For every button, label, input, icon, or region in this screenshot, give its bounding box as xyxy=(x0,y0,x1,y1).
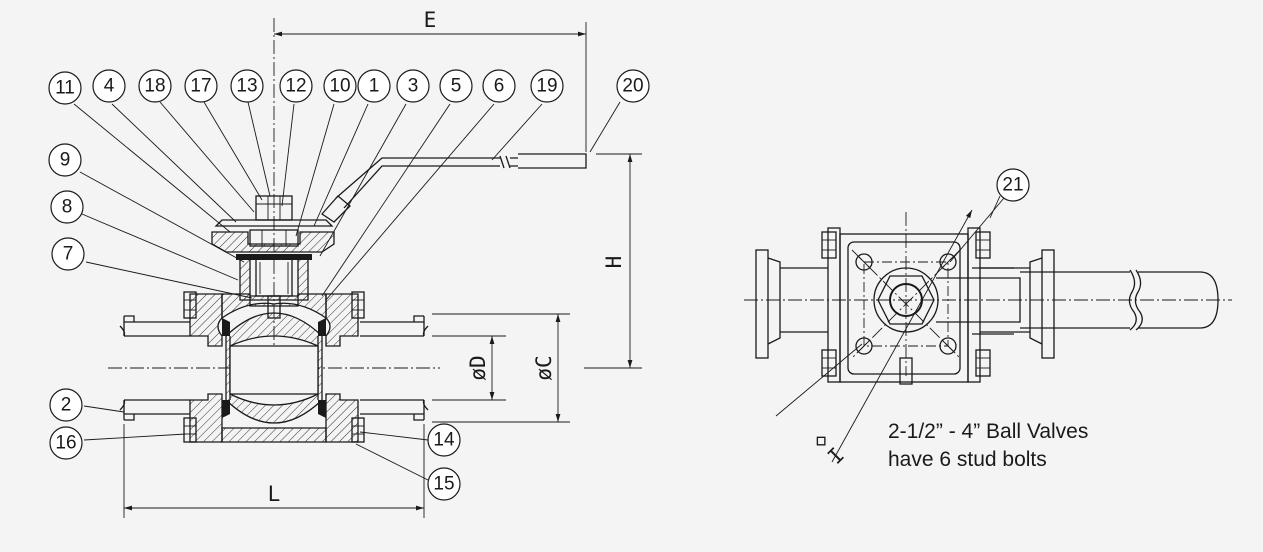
body-bolts xyxy=(183,291,365,443)
top-nut xyxy=(255,195,293,221)
seat-right xyxy=(318,318,326,336)
svg-text:15: 15 xyxy=(433,474,454,495)
balloon-19: 19 xyxy=(530,69,564,103)
svg-text:4: 4 xyxy=(104,76,115,97)
handle xyxy=(321,153,587,223)
stem-nut xyxy=(249,229,299,247)
right-ferrule xyxy=(980,249,1055,359)
note-line-1: 2-1/2” - 4” Ball Valves xyxy=(888,420,1088,443)
balloon-6: 6 xyxy=(482,69,516,103)
dim-label-i: I xyxy=(823,443,849,469)
seat-left xyxy=(222,318,230,336)
balloon-17: 17 xyxy=(184,69,218,103)
balloon-1: 1 xyxy=(357,69,391,103)
section-view: E H øD øC L xyxy=(48,8,650,518)
dim-e xyxy=(274,22,587,152)
right-end-cap xyxy=(325,293,359,347)
balloon-13: 13 xyxy=(230,69,264,103)
svg-text:2: 2 xyxy=(61,395,72,416)
balloon-15: 15 xyxy=(427,467,461,501)
balloon-11: 11 xyxy=(48,71,82,105)
top-view: ◇ I 21 xyxy=(744,168,1232,469)
svg-text:6: 6 xyxy=(494,76,505,97)
dim-c xyxy=(432,313,570,423)
svg-text:12: 12 xyxy=(285,76,306,97)
dim-label-d: øD xyxy=(466,355,490,380)
balloon-9: 9 xyxy=(48,143,82,177)
svg-text:7: 7 xyxy=(63,244,74,265)
balloon-5: 5 xyxy=(439,69,473,103)
balloon-21: 21 xyxy=(996,168,1030,202)
stem-flange xyxy=(873,267,939,333)
balloon-4: 4 xyxy=(92,69,126,103)
svg-text:1: 1 xyxy=(369,76,380,97)
balloon-7: 7 xyxy=(51,237,85,271)
svg-text:13: 13 xyxy=(236,76,257,97)
top-body-inner xyxy=(847,241,961,375)
svg-text:9: 9 xyxy=(60,150,71,171)
balloon-14: 14 xyxy=(427,423,461,457)
right-tube xyxy=(360,315,429,421)
svg-text:16: 16 xyxy=(55,433,76,454)
dim-label-h: H xyxy=(602,256,626,269)
left-tube xyxy=(119,315,190,421)
svg-text:8: 8 xyxy=(62,197,73,218)
balloon-2: 2 xyxy=(49,388,83,422)
balloon-10: 10 xyxy=(323,69,357,103)
balloon-8: 8 xyxy=(50,190,84,224)
balloon-18: 18 xyxy=(138,69,172,103)
dim-square xyxy=(775,195,1001,463)
svg-text:21: 21 xyxy=(1002,175,1023,196)
svg-text:11: 11 xyxy=(55,78,75,99)
left-end-cap xyxy=(189,293,223,347)
gland xyxy=(236,254,312,260)
svg-text:10: 10 xyxy=(329,76,350,97)
left-ferrule xyxy=(755,249,828,359)
svg-text:3: 3 xyxy=(408,76,419,97)
svg-text:20: 20 xyxy=(622,76,643,97)
note-line-2: have 6 stud bolts xyxy=(888,448,1047,471)
dim-label-e: E xyxy=(424,8,437,32)
dim-d xyxy=(432,335,506,401)
balloon-20: 20 xyxy=(616,69,650,103)
stop-pin xyxy=(899,357,913,385)
leader-lines xyxy=(73,101,621,481)
balloon-16: 16 xyxy=(49,426,83,460)
svg-text:18: 18 xyxy=(144,76,165,97)
svg-text:19: 19 xyxy=(536,76,557,97)
dim-label-c: øC xyxy=(532,355,556,380)
top-end-cap-left xyxy=(827,227,841,383)
dim-h xyxy=(584,153,642,369)
balloon-3: 3 xyxy=(396,69,430,103)
balloon-12: 12 xyxy=(279,69,313,103)
stem-hex xyxy=(877,275,935,325)
svg-text:14: 14 xyxy=(433,430,455,451)
top-body xyxy=(839,233,969,383)
svg-text:5: 5 xyxy=(451,76,462,97)
top-handle xyxy=(936,267,1219,335)
dim-label-l: L xyxy=(268,482,281,506)
top-bolts xyxy=(821,231,991,377)
svg-text:17: 17 xyxy=(190,76,211,97)
top-end-cap-right xyxy=(967,227,981,383)
